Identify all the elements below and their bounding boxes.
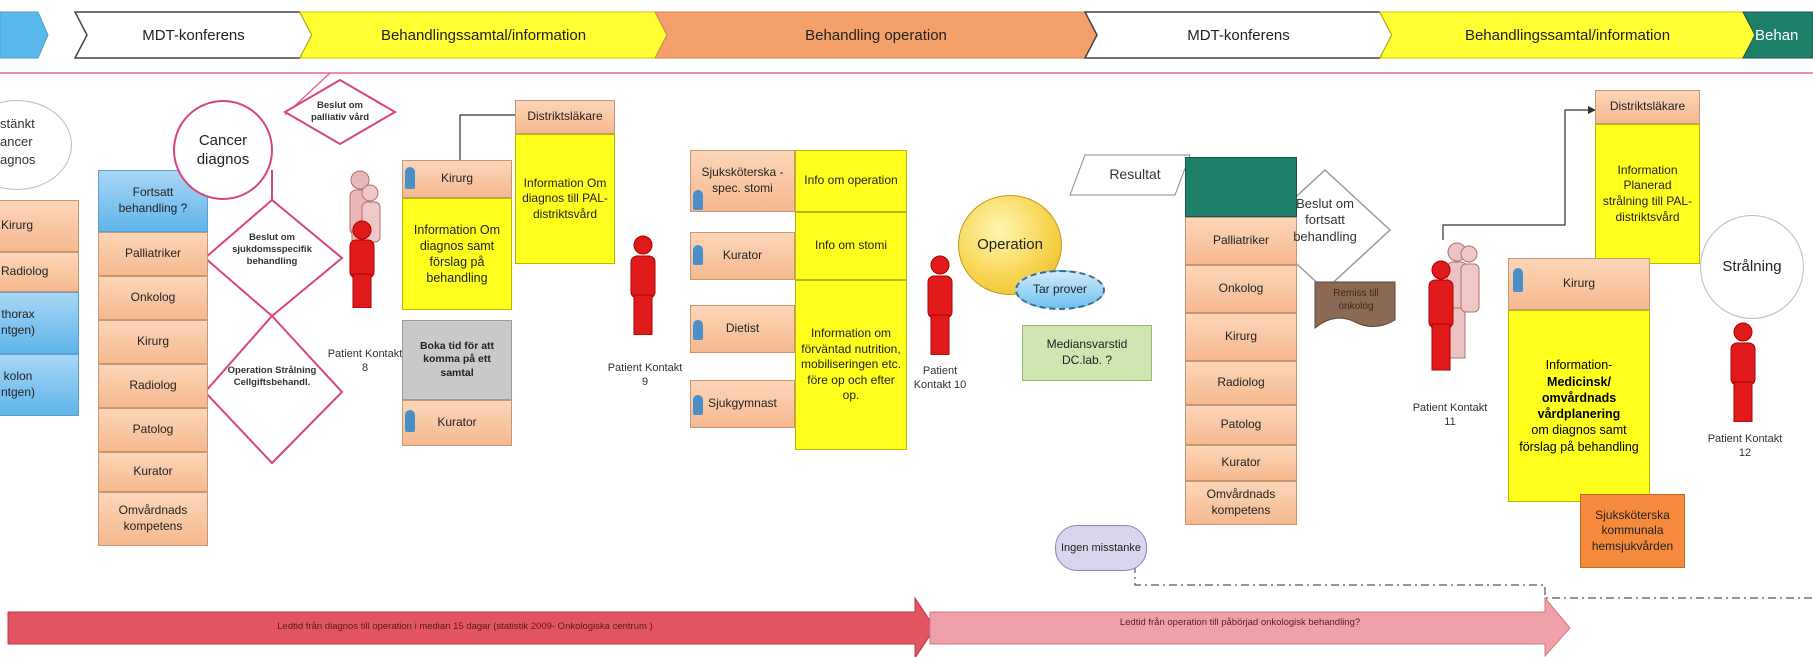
- sjukskoterska-hemsjukvard: Sjuksköterska kommunala hemsjukvården: [1580, 494, 1685, 568]
- phase-label-6: Behan: [1755, 26, 1799, 44]
- op-info-stomi: Info om stomi: [795, 212, 907, 280]
- decision-1-label: Beslut om palliativ vård: [310, 100, 370, 123]
- phase-label-1: MDT-konferens: [142, 26, 245, 44]
- resultat-shape: [1069, 154, 1191, 196]
- remiss-shape: [1314, 281, 1396, 330]
- cancer-diagnos-circle: Cancer diagnos: [173, 100, 273, 200]
- leadtime-right-label: Ledtid från operation till påbörjad onko…: [1119, 617, 1361, 628]
- patient-kontakt-8-label: Patient Kontakt 8: [327, 348, 403, 374]
- info2-information-line1: Information-: [1545, 358, 1613, 373]
- person-icon: [693, 245, 703, 265]
- misstankt-line-3: agnos: [0, 152, 36, 167]
- person-icon: [693, 395, 703, 415]
- op-info-nutrition: Information om förväntad nutrition, mobi…: [795, 280, 907, 450]
- patient-kontakt-9-label: Patient Kontakt 9: [607, 362, 683, 388]
- person-icon: [693, 190, 703, 210]
- left-item-kolon: kolon ntgen): [0, 354, 79, 416]
- info2-information-line2: om diagnos samt förslag på behandling: [1519, 423, 1639, 454]
- resultat-label: Resultat: [1109, 166, 1161, 182]
- misstankt-line-2: ancer: [0, 134, 33, 149]
- mdt2-item: Onkolog: [1185, 265, 1297, 313]
- remiss-label: Remiss till onkolog: [1333, 288, 1379, 312]
- leadtime-arrow-right: [929, 596, 1571, 657]
- ingen-misstanke: Ingen misstanke: [1055, 525, 1147, 571]
- mdt1-item: Palliatriker: [98, 232, 208, 276]
- mdt2-item: Kirurg: [1185, 313, 1297, 361]
- distrikt1-header: Distriktsläkare: [515, 100, 615, 134]
- info2-information: Information- Medicinsk/ omvårdnads vårdp…: [1508, 310, 1650, 502]
- op-role-sjukgymnast: Sjukgymnast: [690, 380, 795, 428]
- patient-icon: [925, 255, 955, 356]
- op-role-stomi: Sjuksköterska -spec. stomi: [690, 150, 795, 212]
- patient-kontakt-12-label: Patient Kontakt 12: [1707, 433, 1783, 459]
- patient-icon: [628, 235, 658, 336]
- patient-kontakt-11-label: Patient Kontakt 11: [1412, 402, 1488, 428]
- mediansvarstid: Mediansvarstid DC.lab. ?: [1022, 325, 1152, 381]
- info1-kirurg: Kirurg: [402, 160, 512, 198]
- info2-information-bold: Medicinsk/ omvårdnads vårdplanering: [1537, 374, 1621, 422]
- info1-boka: Boka tid för att komma på ett samtal: [402, 320, 512, 400]
- decision-mdt2-label: Beslut om fortsatt behandling: [1293, 196, 1357, 244]
- patient-group-icon: [1425, 240, 1481, 390]
- mdt2-item: Radiolog: [1185, 361, 1297, 405]
- decision-diamond-3: [203, 314, 344, 465]
- mdt1-item: Omvårdnads kompetens: [98, 492, 208, 546]
- person-icon: [405, 167, 415, 189]
- operation-circle: Operation: [958, 195, 1062, 295]
- distrikt1-info: Information Om diagnos till PAL-distrikt…: [515, 134, 615, 264]
- mdt1-item: Radiolog: [98, 364, 208, 408]
- distrikt2-header: Distriktsläkare: [1595, 90, 1700, 124]
- info1-information: Information Om diagnos samt förslag på b…: [402, 198, 512, 310]
- person-icon: [405, 410, 415, 432]
- decision-2-label: Beslut om sjukdomsspecifik behandling: [232, 232, 312, 267]
- op-role-dietist: Dietist: [690, 305, 795, 353]
- mdt2-item: Patolog: [1185, 405, 1297, 445]
- distrikt2-info: Information Planerad strålning till PAL-…: [1595, 124, 1700, 264]
- person-icon: [1513, 268, 1523, 292]
- phase-label-3: Behandling operation: [805, 26, 947, 44]
- op-info-operation: Info om operation: [795, 150, 907, 212]
- left-item-thorax: thorax ntgen): [0, 292, 79, 354]
- info1-kurator: Kurator: [402, 400, 512, 446]
- phase-chevron-6: [1742, 11, 1813, 59]
- patient-kontakt-10-label: Patient Kontakt 10: [913, 365, 967, 391]
- mdt1-item: Onkolog: [98, 276, 208, 320]
- phase-label-2: Behandlingssamtal/information: [380, 26, 587, 44]
- left-item-kirurg: Kirurg: [0, 200, 79, 252]
- mdt1-header: Fortsatt behandling ?: [98, 170, 208, 232]
- person-icon: [693, 320, 703, 340]
- leadtime-arrow-left: [7, 596, 936, 657]
- mdt2-item: Palliatriker: [1185, 217, 1297, 265]
- mdt2-item: Kurator: [1185, 445, 1297, 481]
- patient-icon: [1728, 322, 1758, 423]
- leadtime-left-label: Ledtid från diagnos till operation i med…: [277, 621, 653, 632]
- misstankt-line-1: stänkt: [0, 116, 35, 131]
- phase-chevron-0: [0, 11, 49, 59]
- mdt2-header: Fortsatt behandling ?: [1185, 157, 1297, 217]
- mdt2-item: Omvårdnads kompetens: [1185, 481, 1297, 525]
- mdt1-item: Kurator: [98, 452, 208, 492]
- left-item-radiolog: Radiolog: [0, 252, 79, 292]
- tar-prover: Tar prover: [1015, 270, 1105, 310]
- mdt1-item: Patolog: [98, 408, 208, 452]
- phase-label-5: Behandlingssamtal/information: [1464, 26, 1671, 44]
- info2-kirurg: Kirurg: [1508, 258, 1650, 310]
- op-role-kurator: Kurator: [690, 232, 795, 280]
- decision-3-label: Operation Strålning Cellgiftsbehandl.: [227, 365, 317, 388]
- phase-label-4: MDT-konferens: [1187, 26, 1290, 44]
- patient-group-icon: [340, 168, 386, 309]
- stralning-circle: Strålning: [1700, 215, 1804, 319]
- mdt1-item: Kirurg: [98, 320, 208, 364]
- decision-diamond-1: [283, 78, 397, 146]
